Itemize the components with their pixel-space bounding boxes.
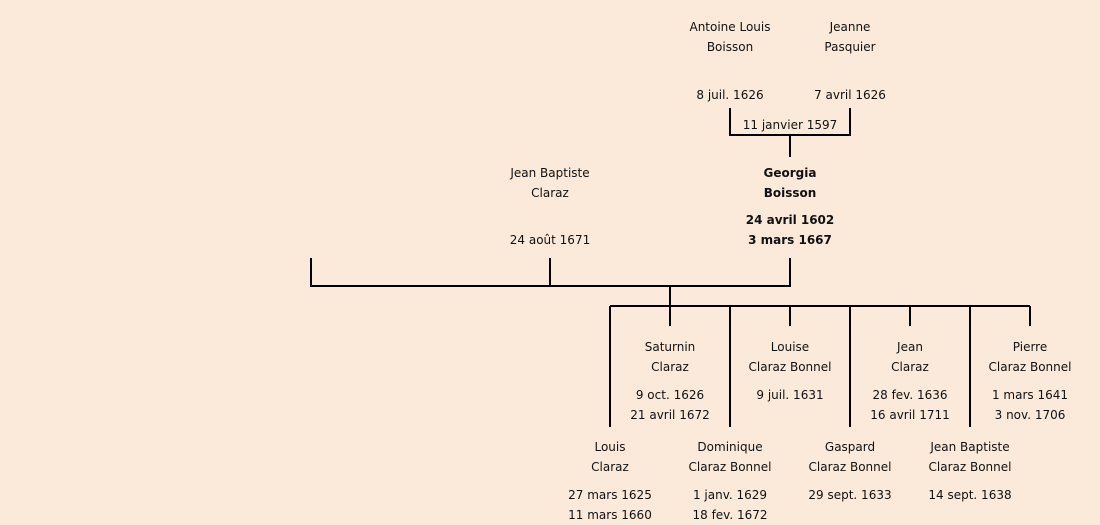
- person-last-name: Claraz: [591, 460, 629, 474]
- person-last-name: Claraz Bonnel: [988, 360, 1072, 374]
- person-first-name: Jean: [897, 340, 923, 354]
- person-first-name: Gaspard: [824, 440, 876, 454]
- person-last-name: Boisson: [706, 40, 754, 54]
- person-last-name: Claraz Bonnel: [928, 460, 1012, 474]
- child-card[interactable]: Dominique Claraz Bonnel 1 janv. 1629 18 …: [665, 437, 795, 525]
- person-first-name: Pierre: [1012, 340, 1048, 354]
- person-first-name: Antoine Louis: [689, 20, 771, 34]
- person-death-date: 11 mars 1660: [568, 508, 652, 522]
- person-first-name: Saturnin: [644, 340, 696, 354]
- child-card[interactable]: Jean Baptiste Claraz Bonnel 14 sept. 163…: [905, 437, 1035, 505]
- person-birth-date: 27 mars 1625: [568, 488, 652, 502]
- grandparents-connector: [729, 108, 851, 157]
- person-birth-date: 29 sept. 1633: [808, 488, 892, 502]
- person-last-name: Claraz: [891, 360, 929, 374]
- person-last-name: Claraz: [651, 360, 689, 374]
- person-birth-date: 14 sept. 1638: [928, 488, 1012, 502]
- person-birth-date: 28 fev. 1636: [872, 388, 948, 402]
- person-last-name: Claraz Bonnel: [748, 360, 832, 374]
- person-first-name: Georgia: [763, 166, 817, 180]
- person-birth-date: 24 avril 1602: [745, 213, 835, 227]
- person-first-name: Jeanne: [829, 20, 871, 34]
- person-date: 7 avril 1626: [814, 88, 886, 102]
- child-card[interactable]: Jean Claraz 28 fev. 1636 16 avril 1711: [845, 337, 975, 425]
- person-card[interactable]: Jeanne Pasquier 7 avril 1626: [785, 17, 915, 105]
- person-date: 24 août 1671: [509, 233, 591, 247]
- children-connector: [609, 305, 1031, 427]
- person-first-name: Louise: [770, 340, 810, 354]
- person-death-date: 3 mars 1667: [748, 233, 832, 247]
- person-first-name: Jean Baptiste: [930, 440, 1010, 454]
- person-death-date: 3 nov. 1706: [994, 408, 1066, 422]
- person-last-name: Claraz Bonnel: [808, 460, 892, 474]
- person-last-name: Boisson: [763, 186, 817, 200]
- person-birth-date: 1 janv. 1629: [692, 488, 768, 502]
- person-first-name: Dominique: [697, 440, 763, 454]
- person-death-date: 21 avril 1672: [630, 408, 710, 422]
- child-card[interactable]: Saturnin Claraz 9 oct. 1626 21 avril 167…: [605, 337, 735, 425]
- person-death-date: 18 fev. 1672: [692, 508, 768, 522]
- child-card[interactable]: Louis Claraz 27 mars 1625 11 mars 1660: [545, 437, 675, 525]
- person-first-name: Jean Baptiste: [510, 166, 590, 180]
- person-date: 8 juil. 1626: [696, 88, 764, 102]
- person-last-name: Claraz Bonnel: [688, 460, 772, 474]
- child-card[interactable]: Gaspard Claraz Bonnel 29 sept. 1633: [785, 437, 915, 505]
- person-birth-date: 1 mars 1641: [991, 388, 1069, 402]
- person-card[interactable]: Jean Baptiste Claraz 24 août 1671: [485, 163, 615, 250]
- couple-connector: [310, 258, 791, 306]
- person-first-name: Louis: [594, 440, 626, 454]
- child-card[interactable]: Pierre Claraz Bonnel 1 mars 1641 3 nov. …: [965, 337, 1095, 425]
- person-card[interactable]: Antoine Louis Boisson 8 juil. 1626: [665, 17, 795, 105]
- person-last-name: Claraz: [531, 186, 569, 200]
- person-birth-date: 9 juil. 1631: [756, 388, 824, 402]
- person-death-date: 16 avril 1711: [870, 408, 950, 422]
- person-birth-date: 9 oct. 1626: [635, 388, 705, 402]
- person-last-name: Pasquier: [824, 40, 876, 54]
- focus-person-card[interactable]: Georgia Boisson 24 avril 1602 3 mars 166…: [725, 163, 855, 250]
- marriage-date: 11 janvier 1597: [742, 118, 838, 132]
- child-card[interactable]: Louise Claraz Bonnel 9 juil. 1631: [725, 337, 855, 405]
